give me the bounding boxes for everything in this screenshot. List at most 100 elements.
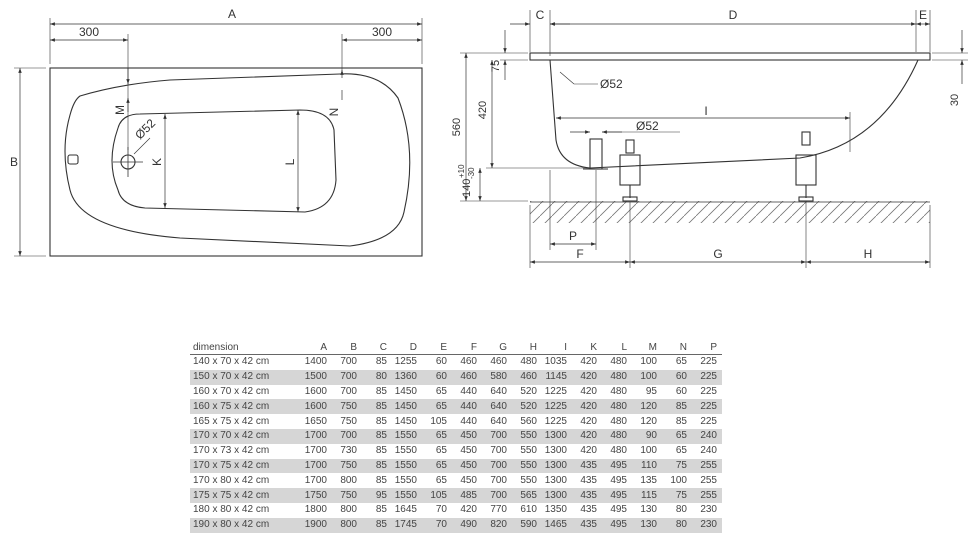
table-cell: 580 [482,369,512,385]
table-cell: 460 [490,356,507,368]
column-header-dimension: dimension [190,340,302,355]
table-cell: 120 [632,399,662,415]
table-cell: 590 [512,517,542,533]
table-cell: 495 [610,504,627,516]
table-cell: 1900 [302,517,332,533]
table-cell: 255 [692,488,722,503]
table-cell: 1300 [544,445,567,457]
table-cell: 80 [362,369,392,385]
table-cell: 100 [632,369,662,385]
table-cell: 65 [435,445,447,457]
table-cell: 230 [692,517,722,533]
table-cell: 70 [422,517,452,533]
table-cell: 770 [490,504,507,516]
label-p: P [569,229,577,243]
table-cell: 480 [610,445,627,457]
table-cell: 65 [435,474,447,486]
table-cell: 1550 [394,474,417,486]
table-cell: 480 [610,415,627,427]
column-header-e: E [422,340,452,355]
table-cell: 750 [332,488,362,503]
row-size-cell: 165 x 75 x 42 cm [193,415,270,427]
table-cell: 1225 [544,415,567,427]
table-cell: 520 [520,385,537,397]
label-m: M [113,105,127,115]
table-cell: 65 [662,428,692,444]
table-cell: 240 [692,428,722,444]
table-cell: 700 [340,385,357,397]
label-plus-10: +10 [457,164,466,178]
row-size-cell: 175 x 75 x 42 cm [190,488,302,503]
row-size-cell: 150 x 70 x 42 cm [190,369,302,385]
label-overflow-diameter: Ø52 [600,77,623,91]
table-cell: 1650 [304,415,327,427]
table-cell: 115 [632,488,662,503]
table-cell: 1300 [542,488,572,503]
table-cell: 550 [520,474,537,486]
table-cell: 610 [520,504,537,516]
table-cell: 95 [645,385,657,397]
table-cell: 460 [452,369,482,385]
technical-drawing: A 300 300 B M N K L Ø52 [10,7,968,268]
table-cell: 480 [602,369,632,385]
table-cell: 65 [422,428,452,444]
table-cell: 1700 [304,445,327,457]
table-cell: 1450 [394,385,417,397]
table-cell: 85 [375,445,387,457]
table-cell: 1600 [304,385,327,397]
table-cell: 450 [452,458,482,474]
table-cell: 65 [675,445,687,457]
table-cell: 435 [580,504,597,516]
table-cell: 60 [422,369,452,385]
table-cell: 420 [460,504,477,516]
table-cell: 480 [610,356,627,368]
table-cell: 85 [362,399,392,415]
table-cell: 70 [435,504,447,516]
table-cell: 230 [700,504,717,516]
table-cell: 700 [490,474,507,486]
column-header-g: G [482,340,512,355]
column-header-i: I [542,340,572,355]
table-cell: 1700 [302,428,332,444]
column-header-d: D [392,340,422,355]
table-cell: 700 [490,445,507,457]
table-cell: 420 [580,445,597,457]
row-size-cell: 170 x 75 x 42 cm [190,458,302,474]
table-cell: 1500 [302,369,332,385]
table-cell: 80 [662,517,692,533]
label-i: I [704,104,707,118]
table-cell: 1700 [302,458,332,474]
column-header-p: P [692,340,722,355]
table-cell: 85 [375,474,387,486]
table-cell: 420 [572,428,602,444]
label-420: 420 [477,101,489,119]
table-cell: 240 [700,445,717,457]
table-cell: 100 [640,356,657,368]
label-n: N [327,108,341,117]
table-cell: 130 [632,517,662,533]
column-header-f: F [452,340,482,355]
table-cell: 1400 [304,356,327,368]
table-cell: 75 [662,458,692,474]
table-cell: 700 [332,369,362,385]
table-cell: 450 [452,428,482,444]
row-size-cell: 170 x 73 x 42 cm [193,445,270,457]
table-cell: 1800 [304,504,327,516]
table-cell: 520 [512,399,542,415]
table-cell: 750 [340,415,357,427]
table-cell: 85 [375,415,387,427]
row-size-cell: 190 x 80 x 42 cm [190,517,302,533]
table-cell: 1145 [542,369,572,385]
table-cell: 1450 [394,415,417,427]
table-cell: 480 [602,399,632,415]
table-cell: 1350 [544,504,567,516]
label-c: C [536,8,545,22]
